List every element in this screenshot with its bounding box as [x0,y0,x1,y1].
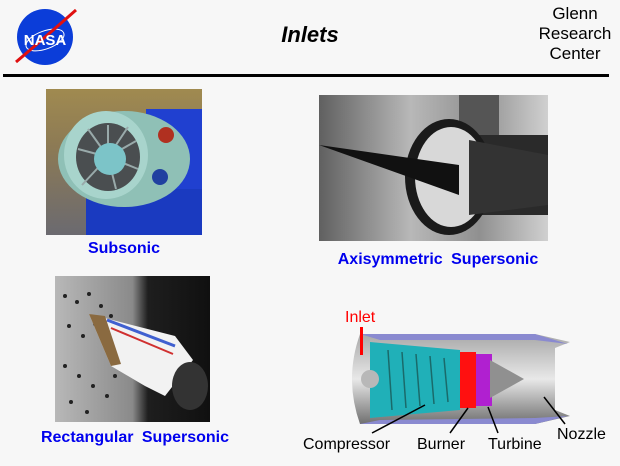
rectangular-inlet-photo [55,276,210,422]
page-title: Inlets [281,22,339,47]
inlet-label: Inlet [345,309,376,326]
turbine-label: Turbine [488,436,542,453]
axisymmetric-inlet-photo [319,95,548,241]
subsonic-inlet-photo [46,89,202,235]
rectangular-caption: Rectangular Supersonic [40,429,230,446]
subsonic-caption: Subsonic [87,240,160,257]
compressor-label: Compressor [303,436,391,453]
nozzle-label: Nozzle [557,426,606,443]
glenn-research-center-label: Glenn Research Center [530,4,620,64]
org-line: Glenn [552,4,598,23]
axisymmetric-caption: Axisymmetric Supersonic [337,251,539,268]
turbojet-cutaway-diagram [340,330,580,430]
org-line: Research [538,24,612,43]
svg-text:NASA: NASA [24,32,67,49]
burner-label: Burner [417,436,466,453]
inlet-pointer [360,327,363,355]
header-divider [3,74,609,77]
label-leader-lines [371,396,566,434]
nasa-logo: NASA [12,4,78,70]
org-line: Center [549,44,601,63]
